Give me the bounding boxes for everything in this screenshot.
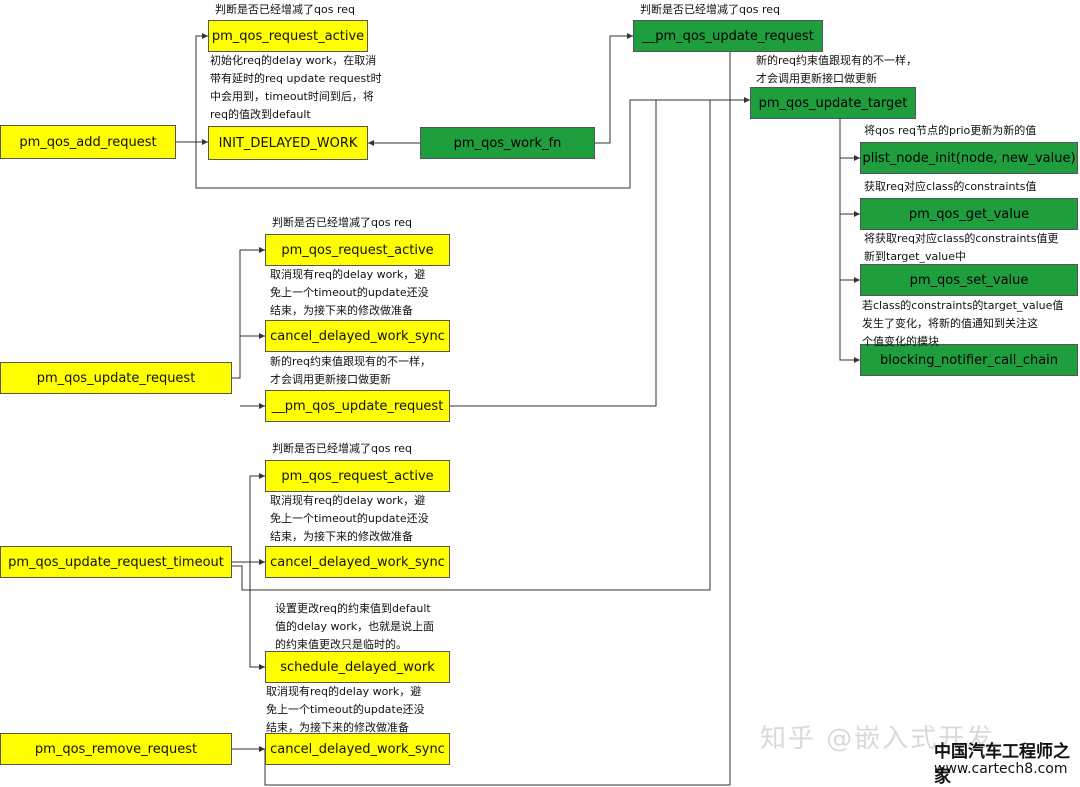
arrowhead-ur-active <box>259 247 265 253</box>
arrowhead-get <box>854 211 860 217</box>
pm-qos-update-request-box: pm_qos_update_request <box>0 362 232 394</box>
pm-qos-update-request-timeout-box: pm_qos_update_request_timeout <box>0 546 232 578</box>
ut-schedule-desc-note: 设置更改req的约束值到default 值的delay work，也就是说上面 … <box>275 602 435 651</box>
connector-rm-to-target <box>264 100 731 786</box>
arrowhead-ut-active <box>259 473 265 479</box>
blocking-notifier-call-chain-box: blocking_notifier_call_chain <box>860 344 1078 376</box>
timeout-request-active-box: pm_qos_request_active <box>265 460 450 492</box>
pm-qos-add-request-box: pm_qos_add_request <box>0 125 176 159</box>
pm-qos-work-fn-box: pm_qos_work_fn <box>420 127 595 159</box>
arrowhead-rm-cancel <box>259 746 265 752</box>
timeout-cancel-delayed-work-box: cancel_delayed_work_sync <box>265 546 450 578</box>
init-delayed-work-box: INIT_DELAYED_WORK <box>208 126 368 160</box>
arrowhead-set <box>854 277 860 283</box>
arrowhead-ut-cancel <box>259 559 265 565</box>
connector-workfn-to-top <box>595 35 633 144</box>
remove-cancel-delayed-work-box: cancel_delayed_work_sync <box>265 733 450 765</box>
notify-desc-note: 若class的constraints的target_value值 发生了变化，将… <box>862 299 1064 348</box>
pm-qos-set-value-box: pm_qos_set_value <box>860 264 1078 296</box>
update-internal-update-request-box: __pm_qos_update_request <box>265 390 450 422</box>
plist-node-init-box: plist_node_init(node, new_value) <box>860 142 1078 174</box>
arrowhead-target <box>744 97 750 103</box>
faint-watermark: 知乎 @嵌入式开发 <box>760 724 995 754</box>
pm-qos-remove-request-box: pm_qos_remove_request <box>0 733 232 765</box>
update-cancel-delayed-work-box: cancel_delayed_work_sync <box>265 320 450 352</box>
arrowhead-init <box>202 139 208 145</box>
pm-qos-update-target-box: pm_qos_update_target <box>750 87 916 119</box>
connector-ur-to-target <box>450 100 657 407</box>
plist-desc-note: 将qos req节点的prio更新为新的值 <box>864 124 1037 137</box>
connector-ur-group <box>232 249 265 407</box>
connector-add-to-update <box>195 99 750 189</box>
arrowhead-ut-schedule <box>259 664 265 670</box>
update-request-active-box: pm_qos_request_active <box>265 234 450 266</box>
connector-ut-group <box>232 475 265 668</box>
set-desc-note: 将获取req对应class的constraints值更 新到target_val… <box>864 232 1059 263</box>
pm-qos-get-value-box: pm_qos_get_value <box>860 198 1078 230</box>
ut-cancel-desc-note: 取消现有req的delay work，避 免上一个timeout的update还… <box>270 494 429 543</box>
top-check-note: 判断是否已经增减了qos req <box>640 3 780 16</box>
rm-cancel-desc-note: 取消现有req的delay work，避 免上一个timeout的update还… <box>266 685 425 734</box>
schedule-delayed-work-box: schedule_delayed_work <box>265 651 450 683</box>
top-update-request-box: __pm_qos_update_request <box>633 20 823 52</box>
ut-check-note: 判断是否已经增减了qos req <box>272 442 412 455</box>
arrowhead-ur-cancel <box>259 333 265 339</box>
add-request-active-box: pm_qos_request_active <box>208 20 368 52</box>
watermark-url: www.cartech8.com <box>934 761 1068 777</box>
get-desc-note: 获取req对应class的constraints值 <box>864 180 1037 193</box>
arrowhead-top <box>627 33 633 39</box>
ur-cancel-desc-note: 取消现有req的delay work，避 免上一个timeout的update还… <box>270 268 429 317</box>
connector-ut-to-target <box>232 100 711 591</box>
top-differ-note: 新的req约束值跟现有的不一样， 才会调用更新接口做更新 <box>756 54 918 85</box>
watermark-title: 中国汽车工程师之家 <box>934 742 1070 787</box>
connector-add-to-active <box>176 35 208 143</box>
arrowhead-workfn-init <box>368 140 374 146</box>
add-init-desc-note: 初始化req的delay work，在取消 带有延时的req update re… <box>210 54 382 121</box>
arrowhead-notifier <box>854 357 860 363</box>
ur-check-note: 判断是否已经增减了qos req <box>272 216 412 229</box>
ur-differ-note: 新的req约束值跟现有的不一样， 才会调用更新接口做更新 <box>270 355 432 386</box>
add-check-note: 判断是否已经增减了qos req <box>215 3 355 16</box>
connector-target-children <box>839 118 860 361</box>
arrowhead-active <box>202 33 208 39</box>
arrowhead-plist <box>854 155 860 161</box>
arrowhead-ur-update <box>259 403 265 409</box>
